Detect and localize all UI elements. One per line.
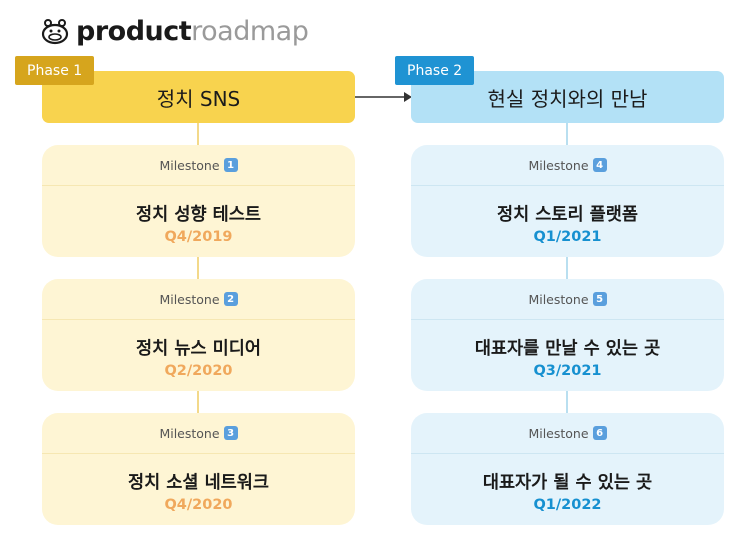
milestone-label: Milestone 3 [42,413,355,454]
arrow-right-icon [355,92,412,102]
phase-1-title: 정치 SNS [156,86,241,111]
phase-1-header: 정치 SNS [42,71,355,123]
milestone-card-2: Milestone 2 정치 뉴스 미디어 Q2/2020 [42,279,355,391]
milestone-label-text: Milestone [528,157,589,173]
connector-line [566,123,568,145]
milestone-title: 정치 소셜 네트워크 [128,473,269,493]
milestone-card-1: Milestone 1 정치 성향 테스트 Q4/2019 [42,145,355,257]
milestone-number-badge: 3 [223,426,238,440]
phase-1-badge: Phase 1 [15,56,95,85]
milestone-number-badge: 6 [592,426,607,440]
milestone-number-badge: 5 [592,292,607,306]
milestone-date: Q1/2021 [533,229,602,245]
milestone-label: Milestone 2 [42,279,355,320]
logo-text: productroadmap [76,15,309,47]
milestone-date: Q4/2020 [164,497,233,513]
milestone-date: Q1/2022 [533,497,602,513]
phase-2-title: 현실 정치와의 만남 [487,86,648,111]
milestone-date: Q3/2021 [533,363,602,379]
milestone-title: 대표자를 만날 수 있는 곳 [474,339,661,359]
milestone-card-4: Milestone 4 정치 스토리 플랫폼 Q1/2021 [411,145,724,257]
milestone-card-5: Milestone 5 대표자를 만날 수 있는 곳 Q3/2021 [411,279,724,391]
milestone-label-text: Milestone [159,291,220,307]
hippo-icon [41,19,69,45]
milestone-label: Milestone 4 [411,145,724,186]
phase-2-header: 현실 정치와의 만남 [411,71,724,123]
connector-line [197,123,199,145]
milestone-title: 정치 성향 테스트 [136,205,261,225]
connector-line [197,391,199,413]
milestone-title: 대표자가 될 수 있는 곳 [482,473,653,493]
milestone-label: Milestone 1 [42,145,355,186]
logo: productroadmap [40,14,309,48]
connector-line [566,391,568,413]
milestone-label-text: Milestone [528,425,589,441]
logo-text-bold: product [76,15,192,47]
milestone-title: 정치 뉴스 미디어 [136,339,261,359]
milestone-date: Q2/2020 [164,363,233,379]
milestone-number-badge: 4 [592,158,607,172]
milestone-label: Milestone 6 [411,413,724,454]
logo-text-light: roadmap [191,15,309,47]
milestone-label-text: Milestone [528,291,589,307]
milestone-number-badge: 2 [223,292,238,306]
milestone-number-badge: 1 [223,158,238,172]
milestone-label-text: Milestone [159,157,220,173]
milestone-card-3: Milestone 3 정치 소셜 네트워크 Q4/2020 [42,413,355,525]
milestone-title: 정치 스토리 플랫폼 [497,205,638,225]
phase-2-badge: Phase 2 [395,56,475,85]
connector-line [566,257,568,279]
milestone-label: Milestone 5 [411,279,724,320]
milestone-card-6: Milestone 6 대표자가 될 수 있는 곳 Q1/2022 [411,413,724,525]
connector-line [197,257,199,279]
milestone-date: Q4/2019 [164,229,233,245]
milestone-label-text: Milestone [159,425,220,441]
